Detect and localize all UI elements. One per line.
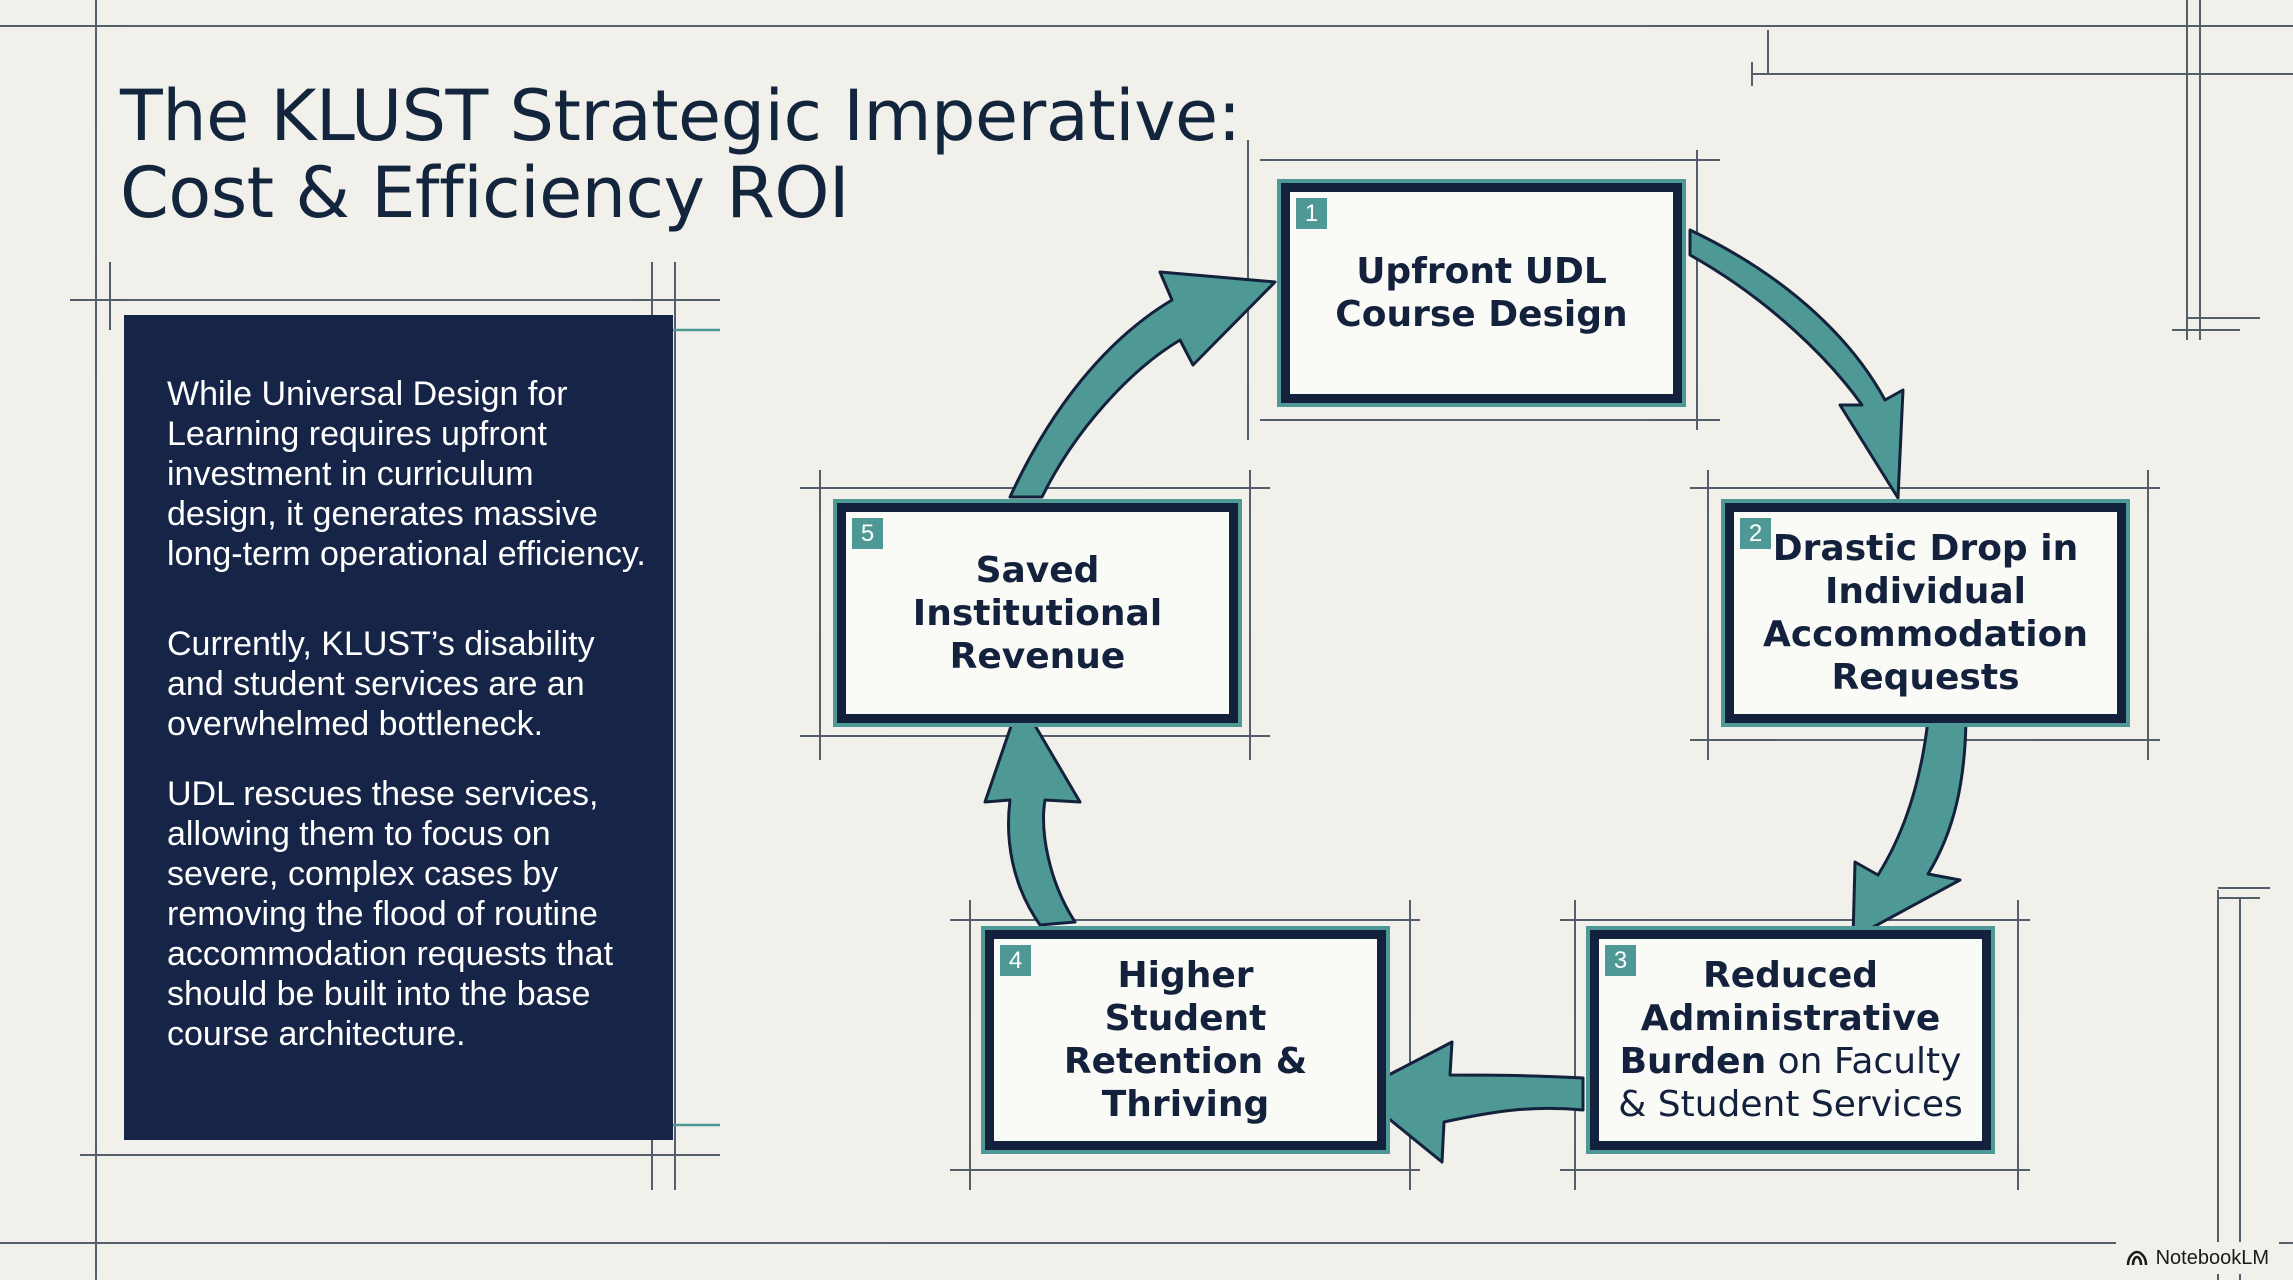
title-line-1: The KLUST Strategic Imperative: [120, 75, 1241, 157]
title-line-2: Cost & Efficiency ROI [120, 152, 850, 234]
arrow-5-to-1 [1008, 270, 1277, 499]
badge-text: NotebookLM [2155, 1246, 2269, 1269]
cycle-node-3: 3 Reduced Administrative Burden on Facul… [1590, 930, 1991, 1150]
info-panel: While Universal Design for Learning requ… [124, 315, 673, 1140]
panel-paragraph-1: While Universal Design for Learning requ… [167, 375, 646, 573]
node-label-3: Reduced Administrative Burden on Faculty… [1606, 954, 1976, 1126]
node-label-4-bold: Higher Student Retention & Thriving [1063, 955, 1308, 1125]
cycle-node-4: 4 Higher Student Retention & Thriving [985, 930, 1386, 1150]
cycle-arrows [983, 228, 1968, 1164]
node-number-3: 3 [1605, 945, 1636, 976]
node-label-2-bold: Drastic Drop in Individual Accommodation… [1762, 528, 2088, 698]
node-label-1: Upfront UDL Course Design [1327, 250, 1637, 336]
cycle-node-1: 1 Upfront UDL Course Design [1281, 183, 1682, 403]
notebooklm-logo-icon [2126, 1250, 2147, 1266]
node-number-2: 2 [1740, 518, 1771, 549]
notebooklm-badge[interactable]: NotebookLM [2115, 1242, 2279, 1274]
page-title: The KLUST Strategic Imperative: Cost & E… [120, 78, 1241, 232]
node-label-5: Saved Institutional Revenue [903, 549, 1173, 678]
node-label-3-regular: on Faculty & Student Services [1618, 1041, 1963, 1125]
cycle-node-2: 2 Drastic Drop in Individual Accommodati… [1725, 503, 2126, 723]
arrow-3-to-4 [1354, 1040, 1585, 1164]
node-label-2: Drastic Drop in Individual Accommodation… [1761, 527, 2091, 699]
node-label-1-bold: Upfront UDL Course Design [1335, 251, 1628, 335]
node-number-1: 1 [1296, 198, 1327, 229]
arrow-4-to-5 [983, 698, 1082, 927]
panel-paragraph-2: Currently, KLUST’s disability and studen… [167, 625, 595, 743]
node-label-5-bold: Saved Institutional Revenue [912, 549, 1163, 677]
node-label-3-bold: Reduced Administrative Burden [1619, 955, 1941, 1082]
panel-paragraph-3: UDL rescues these services, allowing the… [167, 775, 614, 1053]
node-number-5: 5 [852, 518, 883, 549]
node-number-4: 4 [1000, 945, 1031, 976]
arrow-2-to-3 [1851, 718, 1968, 940]
node-label-4: Higher Student Retention & Thriving [1041, 954, 1331, 1126]
arrow-1-to-2 [1688, 228, 1905, 500]
cycle-node-5: 5 Saved Institutional Revenue [837, 503, 1238, 723]
